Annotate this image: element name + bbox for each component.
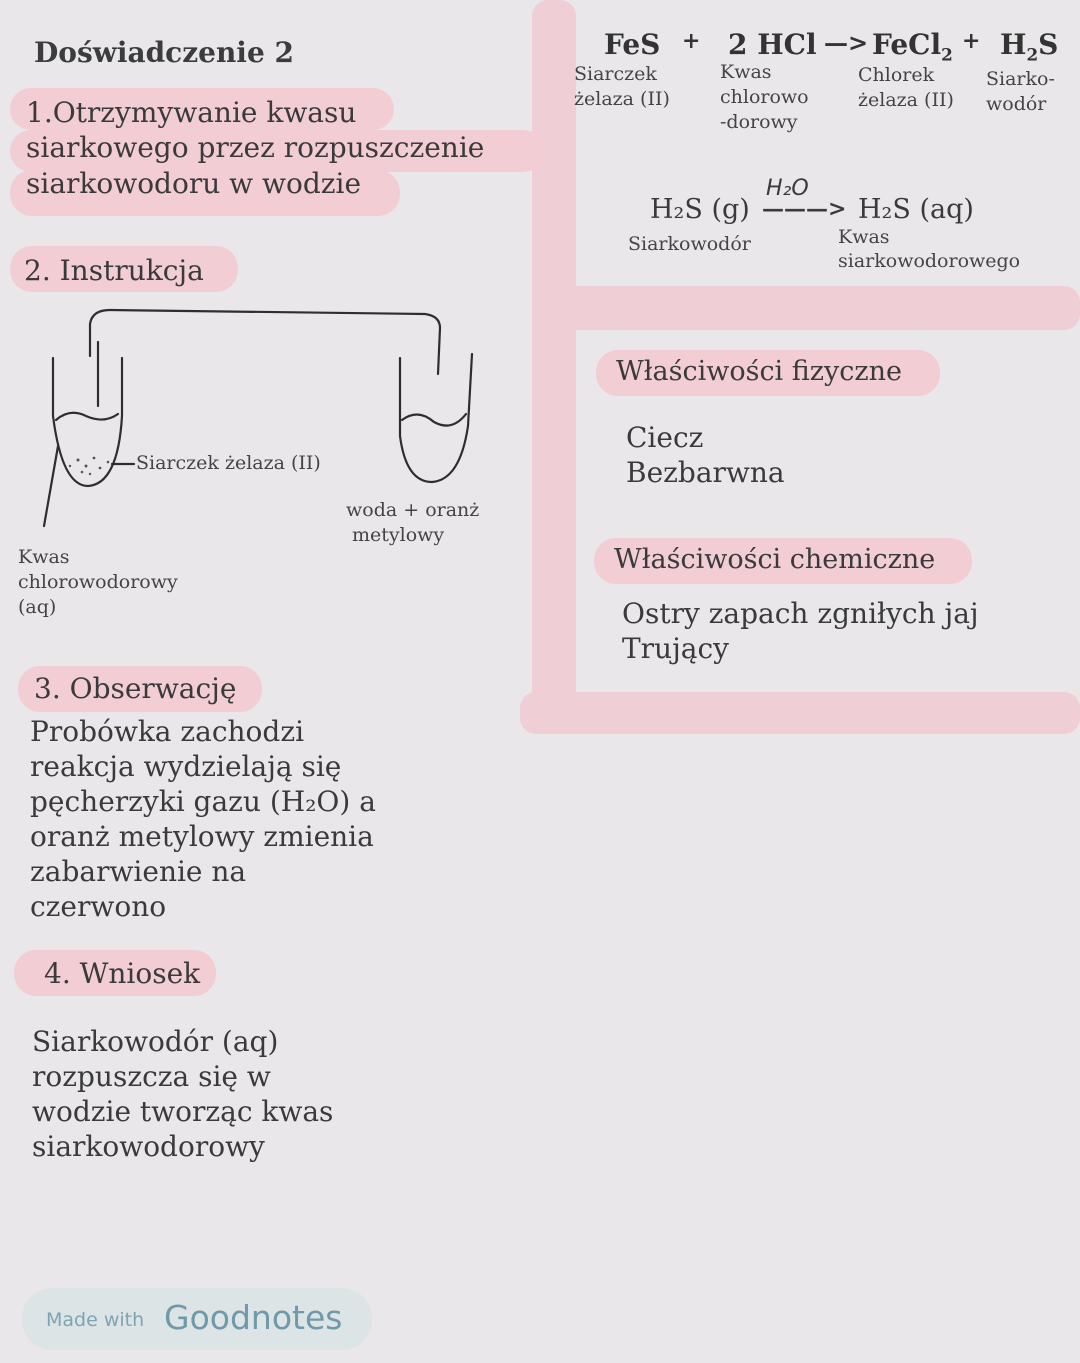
- divider-horizontal-bottom: [520, 692, 1080, 734]
- section1-highlight-2: [10, 130, 544, 172]
- physical-highlight: [596, 350, 940, 396]
- chemical-item: Trujący: [622, 632, 729, 665]
- section4-line: Siarkowodór (aq): [32, 1025, 279, 1058]
- section1-line1: 1.Otrzymywanie kwasu: [26, 96, 357, 129]
- eq1-fecl2: FeCl2: [872, 28, 953, 65]
- section4-body: Siarkowodór (aq) rozpuszcza się w wodzie…: [32, 1024, 333, 1164]
- goodnotes-badge[interactable]: Made with Goodnotes: [22, 1288, 372, 1350]
- page-title: Doświadczenie 2: [34, 36, 294, 69]
- chemical-heading: Właściwości chemiczne: [614, 544, 936, 575]
- section1-highlight-1: [10, 88, 394, 130]
- eq2-right-label-1: Kwas: [838, 226, 890, 248]
- physical-heading: Właściwości fizyczne: [616, 356, 902, 387]
- section3-line: zabarwienie na: [30, 855, 247, 888]
- divider-horizontal-top: [540, 286, 1080, 330]
- section4-line: siarkowodorowy: [32, 1130, 265, 1163]
- left-test-tube: [51, 356, 124, 488]
- badge-brand: Goodnotes: [164, 1298, 343, 1337]
- eq2-over-arrow: H₂O: [766, 176, 809, 201]
- eq1-fes-label: Siarczek żelaza (II): [574, 63, 670, 110]
- eq2-left-label: Siarkowodór: [628, 233, 751, 255]
- apparatus-drawing: [42, 308, 474, 528]
- eq1-plus2: +: [962, 28, 981, 54]
- right-test-tube: [398, 352, 474, 484]
- label-water-methyl-1: woda + oranż: [346, 499, 480, 521]
- section4-line: rozpuszcza się w: [32, 1060, 271, 1093]
- eq1-h2s-label: Siarko- wodór: [986, 68, 1055, 115]
- physical-item: Bezbarwna: [626, 456, 785, 489]
- divider-vertical: [532, 0, 576, 720]
- section4-highlight: [14, 950, 216, 996]
- label-iron-sulfide: Siarczek żelaza (II): [136, 452, 321, 474]
- section3-body: Probówka zachodzi reakcja wydzielają się…: [30, 714, 376, 924]
- eq2-left: H₂S (g): [650, 194, 750, 225]
- section2-highlight: [10, 246, 238, 292]
- label-acid-3: (aq): [18, 596, 57, 618]
- eq1-arrow: —>: [824, 28, 869, 57]
- eq1-plus1: +: [682, 28, 701, 54]
- section1-highlight-3: [10, 170, 400, 216]
- eq1-hcl: 2 HCl: [728, 28, 817, 61]
- eq2-right-label-2: siarkowodorowego: [838, 250, 1021, 272]
- section4-line: wodzie tworząc kwas: [32, 1095, 334, 1128]
- eq1-fecl2-label: Chlorek żelaza (II): [858, 64, 954, 111]
- section3-line: reakcja wydzielają się: [30, 750, 342, 783]
- physical-items: Ciecz Bezbarwna: [626, 420, 785, 490]
- chemical-item: Ostry zapach zgniłych jaj: [622, 597, 979, 630]
- eq1-fes: FeS: [604, 28, 661, 61]
- section3-line: Probówka zachodzi: [30, 715, 305, 748]
- section2-heading: 2. Instrukcja: [24, 254, 204, 287]
- label-acid-2: chlorowodorowy: [18, 571, 178, 593]
- eq1-h2s: H2S: [1000, 28, 1059, 65]
- section3-line: oranż metylowy zmienia: [30, 820, 374, 853]
- section3-highlight: [18, 666, 262, 712]
- physical-item: Ciecz: [626, 421, 704, 454]
- connecting-tube: [88, 308, 442, 376]
- section1-line2: siarkowego przez rozpuszczenie: [26, 131, 485, 164]
- section3-line: czerwono: [30, 890, 167, 923]
- eq1-hcl-label: Kwas chlorowo -dorowy: [720, 61, 809, 133]
- section3-heading: 3. Obserwację: [34, 672, 237, 705]
- label-water-methyl-2: metylowy: [352, 524, 445, 546]
- section4-heading: 4. Wniosek: [44, 957, 201, 990]
- chemical-highlight: [594, 538, 972, 584]
- eq2-arrow: ———>: [762, 196, 847, 222]
- label-acid-1: Kwas: [18, 546, 70, 568]
- section1-line3: siarkowodoru w wodzie: [26, 167, 362, 200]
- badge-made-with: Made with: [46, 1309, 145, 1331]
- eq2-right: H₂S (aq): [858, 194, 974, 225]
- section3-line: pęcherzyki gazu (H₂O) a: [30, 785, 376, 818]
- chemical-items: Ostry zapach zgniłych jaj Trujący: [622, 596, 979, 666]
